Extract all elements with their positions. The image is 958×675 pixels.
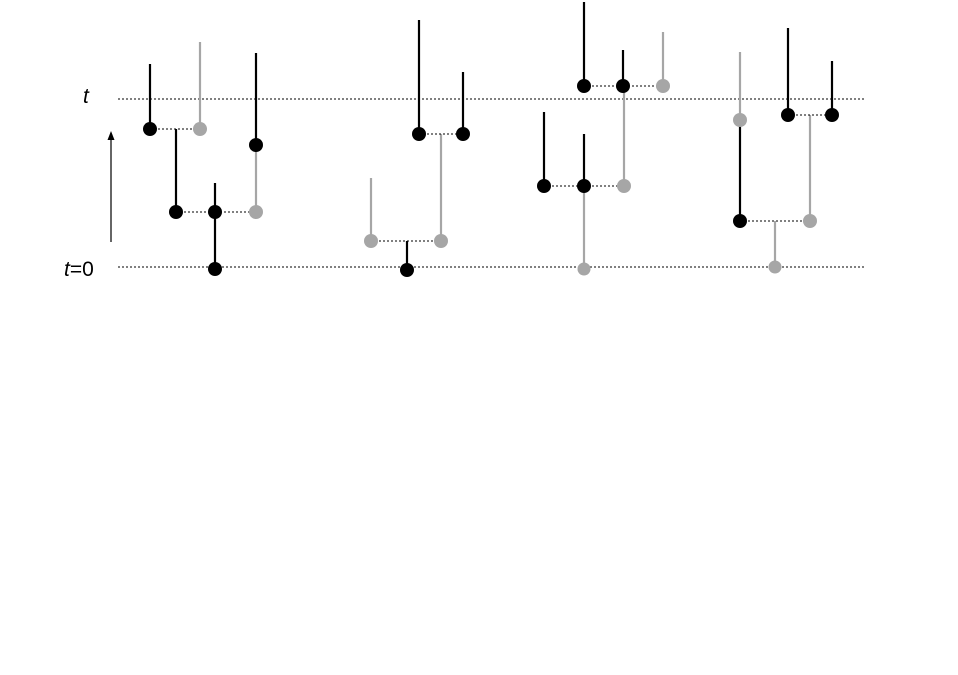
active-node [616, 79, 630, 93]
active-node [733, 214, 747, 228]
time-zero-suffix: =0 [69, 258, 94, 281]
time-arrow-head [107, 131, 115, 140]
inactive-node [249, 205, 263, 219]
time-t-var: t [83, 85, 89, 108]
active-node [169, 205, 183, 219]
active-node [825, 108, 839, 122]
active-node [143, 122, 157, 136]
inactive-node [768, 260, 782, 274]
active-node [208, 262, 222, 276]
inactive-node [617, 179, 631, 193]
active-node [400, 263, 414, 277]
active-node [412, 127, 426, 141]
active-node [537, 179, 551, 193]
inactive-node [577, 262, 591, 276]
active-node [577, 79, 591, 93]
inactive-node [733, 113, 747, 127]
inactive-node [193, 122, 207, 136]
inactive-node [656, 79, 670, 93]
inactive-node [434, 234, 448, 248]
active-node [456, 127, 470, 141]
active-node [249, 138, 263, 152]
active-node [577, 179, 591, 193]
time-zero-label: t=0 [64, 259, 94, 280]
time-t-label: t [83, 86, 89, 107]
active-node [208, 205, 222, 219]
inactive-node [364, 234, 378, 248]
time-zero-var: t [64, 258, 70, 281]
active-node [781, 108, 795, 122]
inactive-node [803, 214, 817, 228]
